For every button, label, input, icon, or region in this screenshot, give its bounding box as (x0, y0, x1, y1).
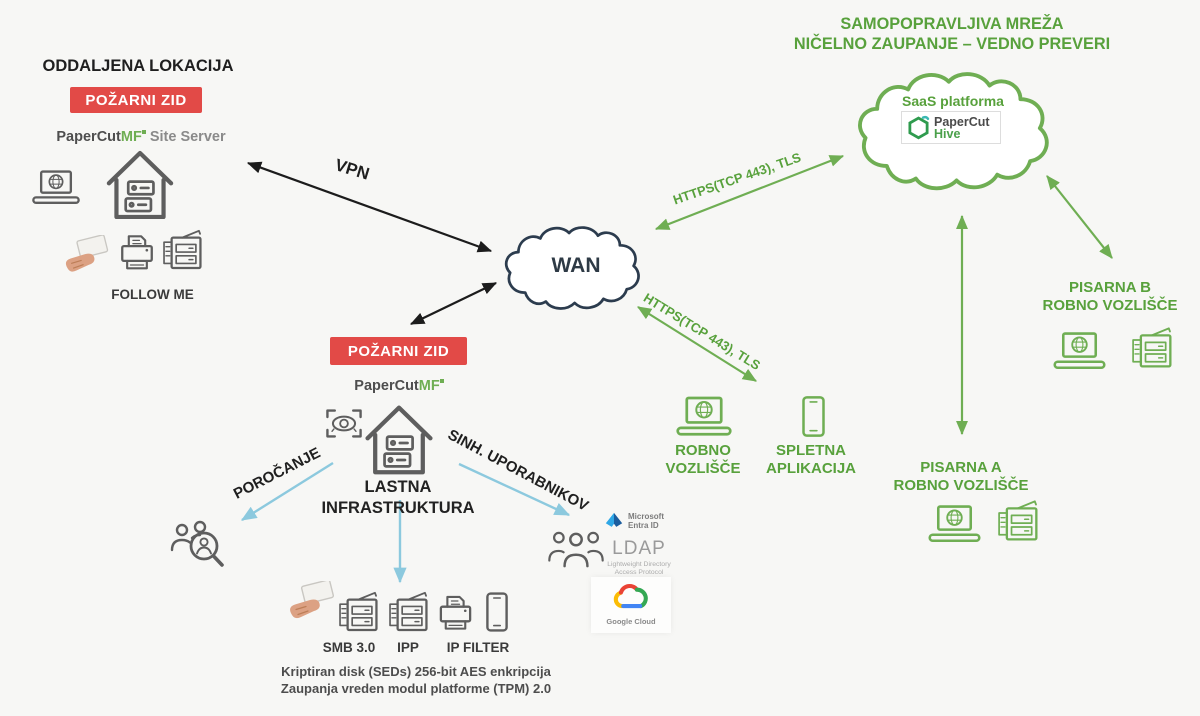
follow-me-label: FOLLOW ME (111, 287, 194, 302)
onprem-title-line1: LASTNA (364, 478, 432, 496)
office-a-line2: ROBNO VOZLIŠČE (893, 477, 1029, 494)
logo-mark-square (439, 379, 444, 383)
site-server-house-icon (106, 148, 174, 222)
mf-wordmark: MF (418, 378, 440, 394)
laptop-icon (927, 504, 982, 545)
web-app-label: SPLETNA APLIKACIJA (755, 442, 867, 477)
papercut-hive-logo: PaperCut Hive (901, 111, 1001, 144)
ipp-copier-icon (387, 588, 431, 634)
office-b-label: PISARNA B ROBNO VOZLIŠČE (1030, 279, 1190, 315)
papercut-site-server-logo: PaperCutMF Site Server (41, 129, 241, 145)
onprem-title-line2: INFRASTRUKTURA (321, 499, 475, 517)
smb-label: SMB 3.0 (322, 640, 376, 655)
audit-magnifier-users-icon (167, 516, 231, 572)
edge-node-laptop-icon (675, 395, 733, 439)
zero-trust-heading: SAMOPOPRAVLJIVA MREŽA NIČELNO ZAUPANJE –… (770, 15, 1134, 54)
hive-brand: PaperCut (934, 114, 990, 129)
web-app-line1: SPLETNA (775, 442, 846, 459)
copier-icon (996, 499, 1041, 541)
entra-id-logo: Microsoft Entra ID (604, 511, 664, 531)
logo-mark-square (141, 130, 146, 134)
papercut-wordmark: PaperCut (354, 378, 419, 394)
heading-line1: SAMOPOPRAVLJIVA MREŽA (840, 15, 1064, 33)
encryption-note-line1: Kriptiran disk (SEDs) 256-bit AES enkrip… (281, 664, 551, 679)
encryption-notes: Kriptiran disk (SEDs) 256-bit AES enkrip… (240, 664, 592, 697)
edge-node-line2: VOZLIŠČE (665, 459, 741, 477)
eye-scan-icon (322, 406, 366, 441)
google-cloud-label: Google Cloud (606, 617, 656, 626)
onprem-server-house-icon (365, 400, 433, 480)
onprem-firewall-badge: POŽARNI ZID (330, 337, 467, 365)
edge-node-line1: ROBNO (675, 442, 731, 459)
https-tls-label-bottom: HTTPS(TCP 443), TLS (640, 290, 764, 373)
printer-icon (117, 233, 157, 274)
encryption-note-line2: Zaupanja vreden modul platforme (TPM) 2.… (280, 680, 552, 696)
ldap-label: LDAP (612, 538, 666, 559)
google-cloud-icon (611, 582, 651, 612)
site-server-label: Site Server (149, 129, 226, 145)
web-app-line2: APLIKACIJA (765, 459, 856, 477)
ipp-label: IPP (397, 640, 419, 655)
onprem-title: LASTNA INFRASTRUKTURA (312, 477, 484, 519)
heading-line2: NIČELNO ZAUPANJE – VEDNO PREVERI (793, 34, 1111, 53)
copier-icon (1130, 326, 1175, 368)
ldap-sub1: Lightweight Directory (607, 561, 671, 568)
microsoft-label: Microsoft (628, 512, 664, 521)
ldap-subtitle: Lightweight Directory Access Protocol (597, 561, 681, 577)
remote-firewall-badge: POŽARNI ZID (70, 87, 202, 113)
hive-hexagon-icon (907, 115, 930, 140)
mf-wordmark: MF (120, 129, 142, 145)
papercut-mf-logo: PaperCutMF (329, 378, 469, 394)
papercut-wordmark: PaperCut (56, 129, 121, 145)
google-cloud-logo: Google Cloud (591, 577, 671, 633)
office-a-line1: PISARNA A (920, 459, 1002, 476)
laptop-icon (1052, 331, 1107, 372)
ip-filter-label: IP FILTER (446, 640, 510, 655)
hive-product: Hive (934, 126, 961, 141)
laptop-icon (31, 167, 81, 209)
ip-filter-printer-icon (436, 592, 475, 636)
smb-copier-icon (337, 588, 381, 634)
https-tls-label-top: HTTPS(TCP 443), TLS (671, 149, 803, 208)
card-swipe-icon (286, 581, 338, 627)
office-b-line1: PISARNA B (1069, 279, 1151, 296)
entra-id-icon (604, 511, 624, 531)
remote-site-title: ODDALJENA LOKACIJA (42, 57, 234, 75)
ldap-sub2: Access Protocol (614, 569, 664, 576)
card-swipe-icon (62, 235, 112, 281)
phone-icon (485, 590, 509, 634)
web-app-phone-icon (801, 394, 826, 439)
edge-node-label: ROBNO VOZLIŠČE (647, 442, 759, 477)
office-b-line2: ROBNO VOZLIŠČE (1042, 297, 1178, 314)
wan-label: WAN (551, 254, 601, 277)
copier-icon (161, 226, 205, 272)
office-a-label: PISARNA A ROBNO VOZLIŠČE (881, 459, 1041, 495)
vpn-label: VPN (332, 155, 372, 184)
saas-platform-label: SaaS platforma (902, 93, 1004, 109)
entra-label: Entra ID (628, 521, 659, 530)
